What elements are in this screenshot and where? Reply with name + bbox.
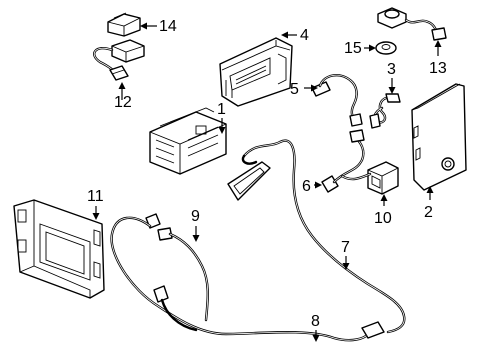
part-4-control-module	[219, 37, 293, 107]
leader-14	[140, 22, 157, 30]
part-3-harness	[369, 93, 401, 129]
part-2-trim-panel	[411, 83, 467, 191]
callout-6: 6	[302, 178, 311, 195]
callout-13: 13	[429, 60, 447, 77]
leader-12	[118, 82, 126, 100]
leader-15	[364, 44, 376, 52]
part-7-antenna-cable	[227, 139, 406, 339]
part-1-receiver	[149, 107, 227, 175]
part-6-harness	[321, 129, 372, 193]
part-13-antenna-module	[377, 7, 447, 41]
leader-8	[312, 330, 320, 342]
part-11-bracket	[13, 199, 105, 299]
callout-15: 15	[344, 40, 362, 57]
leader-1	[218, 118, 226, 134]
leader-13	[434, 40, 442, 56]
leader-10	[380, 194, 388, 206]
leader-6	[314, 181, 322, 189]
callout-8: 8	[311, 313, 320, 330]
callout-3: 3	[387, 61, 396, 78]
part-14-module	[107, 12, 141, 37]
part-5-antenna-lead	[311, 74, 363, 127]
leader-7	[342, 256, 350, 270]
leader-3	[388, 78, 396, 94]
callout-2: 2	[424, 204, 433, 221]
part-15-grommet	[375, 41, 397, 55]
part-9-cable	[110, 213, 368, 342]
callout-11: 11	[87, 188, 104, 205]
callout-5: 5	[290, 81, 299, 98]
callout-14: 14	[159, 18, 177, 35]
part-12-harness	[93, 39, 145, 81]
callout-4: 4	[300, 27, 309, 44]
leader-9	[192, 226, 200, 242]
part-10-module	[367, 161, 399, 195]
callout-9: 9	[191, 208, 200, 225]
callout-1: 1	[217, 101, 226, 118]
leader-11	[92, 206, 100, 220]
callout-10: 10	[374, 210, 392, 227]
leader-4	[281, 31, 297, 39]
leader-5	[304, 84, 318, 92]
callout-12: 12	[114, 94, 132, 111]
leader-2	[426, 186, 434, 200]
callout-7: 7	[341, 239, 350, 256]
